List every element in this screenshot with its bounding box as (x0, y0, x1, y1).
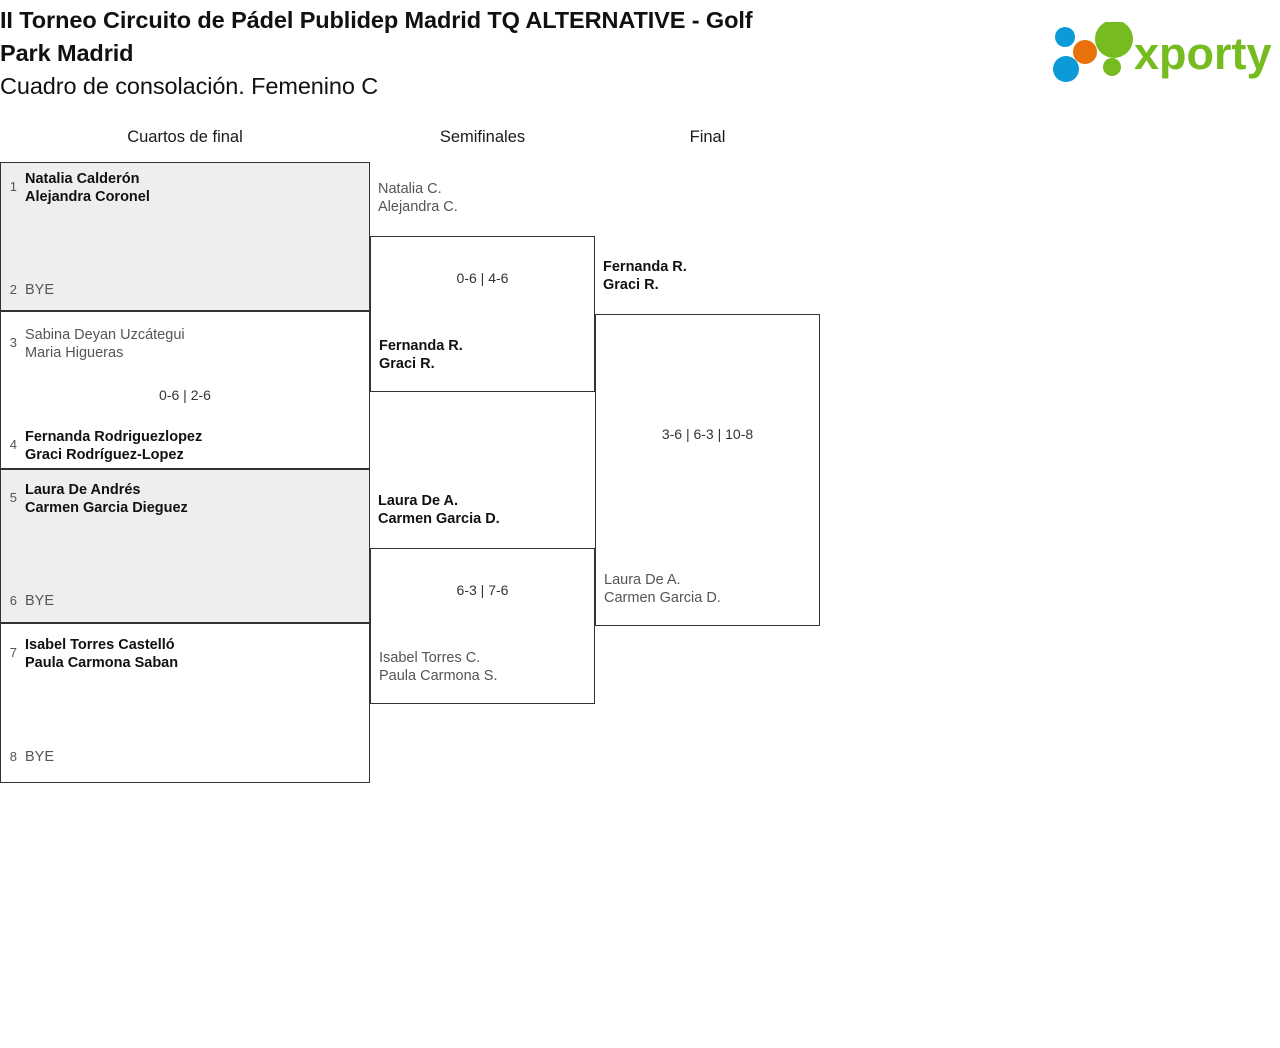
player-name: Fernanda R. (379, 338, 463, 354)
seed-number: 5 (9, 490, 17, 505)
seed-number: 1 (9, 179, 17, 194)
team-slot[interactable]: 7 Isabel Torres Castelló Paula Carmona S… (1, 636, 178, 672)
match-score: 0-6 | 4-6 (456, 270, 509, 286)
round-header-quarterfinals: Cuartos de final (127, 128, 243, 146)
player-name: Sabina Deyan Uzcátegui (25, 327, 185, 343)
team-names: Isabel Torres Castelló Paula Carmona Sab… (25, 636, 178, 672)
match-semifinal-1[interactable]: 0-6 | 4-6 Fernanda R. Graci R. (370, 236, 595, 392)
seed-number: 7 (9, 645, 17, 660)
title-line-2: Park Madrid (0, 40, 134, 66)
seed-number: 2 (9, 282, 17, 297)
logo-dot-green-small (1103, 58, 1121, 76)
player-name: Natalia Calderón (25, 171, 140, 187)
logo-dot-blue-small (1055, 27, 1075, 47)
team-names: BYE (25, 281, 54, 299)
match-quarterfinal-3[interactable]: 5 Laura De Andrés Carmen Garcia Dieguez … (0, 469, 370, 623)
player-name: BYE (25, 749, 55, 765)
match-score: 6-3 | 7-6 (456, 582, 509, 598)
team-slot[interactable]: Fernanda R. Graci R. (371, 337, 463, 373)
team-names: Fernanda Rodriguezlopez Graci Rodríguez-… (25, 428, 202, 464)
team-slot[interactable]: Laura De A. Carmen Garcia D. (596, 571, 721, 607)
seed-number: 3 (9, 335, 17, 350)
player-name: Graci Rodríguez-Lopez (25, 447, 184, 463)
player-name: Carmen Garcia D. (604, 590, 721, 606)
match-quarterfinal-2[interactable]: 3 Sabina Deyan Uzcátegui Maria Higueras … (0, 311, 370, 469)
team-slot[interactable]: 3 Sabina Deyan Uzcátegui Maria Higueras (1, 326, 185, 362)
player-name: Fernanda Rodriguezlopez (25, 429, 203, 445)
player-name: Laura De A. (604, 572, 681, 588)
player-name: Alejandra Coronel (25, 189, 150, 205)
player-name: Isabel Torres C. (379, 650, 481, 666)
team-slot[interactable]: 4 Fernanda Rodriguezlopez Graci Rodrígue… (1, 428, 202, 464)
xporty-logo[interactable]: xporty (1046, 22, 1278, 84)
match-score: 3-6 | 6-3 | 10-8 (661, 426, 754, 442)
player-name: Fernanda R. (603, 259, 687, 275)
match-quarterfinal-1[interactable]: 1 Natalia Calderón Alejandra Coronel 2 B… (0, 162, 370, 311)
team-names: Laura De A. Carmen Garcia D. (596, 571, 721, 607)
team-names: Laura De A. Carmen Garcia D. (370, 492, 500, 528)
team-slot[interactable]: Fernanda R. Graci R. (595, 258, 687, 294)
round-header-semifinals: Semifinales (439, 128, 526, 146)
player-name: Laura De A. (378, 493, 459, 509)
player-name: Paula Carmona Saban (25, 655, 179, 671)
team-names: Isabel Torres C. Paula Carmona S. (371, 649, 497, 685)
team-names: Natalia Calderón Alejandra Coronel (25, 170, 150, 206)
team-slot[interactable]: 6 BYE (1, 592, 54, 610)
team-slot[interactable]: 5 Laura De Andrés Carmen Garcia Dieguez (1, 481, 188, 517)
player-name: Graci R. (379, 356, 435, 372)
player-name: BYE (25, 282, 55, 298)
match-quarterfinal-4[interactable]: 7 Isabel Torres Castelló Paula Carmona S… (0, 623, 370, 783)
page-subtitle: Cuadro de consolación. Femenino C (0, 73, 379, 99)
team-names: Sabina Deyan Uzcátegui Maria Higueras (25, 326, 185, 362)
player-name: Laura De Andrés (25, 482, 141, 498)
team-slot[interactable]: Isabel Torres C. Paula Carmona S. (371, 649, 497, 685)
player-name: BYE (25, 593, 55, 609)
seed-number: 8 (9, 749, 17, 764)
player-name: Paula Carmona S. (379, 668, 498, 684)
player-name: Maria Higueras (25, 345, 124, 361)
seed-number: 6 (9, 593, 17, 608)
team-names: BYE (25, 592, 54, 610)
player-name: Carmen Garcia Dieguez (25, 500, 188, 516)
round-header-final: Final (689, 128, 726, 146)
player-name: Carmen Garcia D. (378, 511, 500, 527)
team-names: Laura De Andrés Carmen Garcia Dieguez (25, 481, 188, 517)
team-slot[interactable]: 2 BYE (1, 281, 54, 299)
player-name: Graci R. (603, 277, 659, 293)
team-names: BYE (25, 748, 54, 766)
team-slot[interactable]: Laura De A. Carmen Garcia D. (370, 492, 500, 528)
team-names: Fernanda R. Graci R. (595, 258, 687, 294)
page-title: II Torneo Circuito de Pádel Publidep Mad… (0, 4, 900, 103)
team-names: Natalia C. Alejandra C. (370, 180, 458, 216)
match-final[interactable]: 3-6 | 6-3 | 10-8 Laura De A. Carmen Garc… (595, 314, 820, 626)
match-score: 0-6 | 2-6 (159, 387, 211, 403)
player-name: Alejandra C. (378, 199, 458, 215)
team-slot[interactable]: Natalia C. Alejandra C. (370, 180, 458, 216)
logo-dot-blue-large (1053, 56, 1079, 82)
seed-number: 4 (9, 437, 17, 452)
title-line-1: II Torneo Circuito de Pádel Publidep Mad… (0, 7, 753, 33)
logo-dot-green-large (1095, 22, 1133, 58)
match-semifinal-2[interactable]: 6-3 | 7-6 Isabel Torres C. Paula Carmona… (370, 548, 595, 704)
player-name: Natalia C. (378, 181, 442, 197)
team-slot[interactable]: 8 BYE (1, 748, 54, 766)
logo-dot-orange (1073, 40, 1097, 64)
logo-wordmark: xporty (1134, 28, 1272, 79)
player-name: Isabel Torres Castelló (25, 637, 175, 653)
team-names: Fernanda R. Graci R. (371, 337, 463, 373)
team-slot[interactable]: 1 Natalia Calderón Alejandra Coronel (1, 170, 150, 206)
